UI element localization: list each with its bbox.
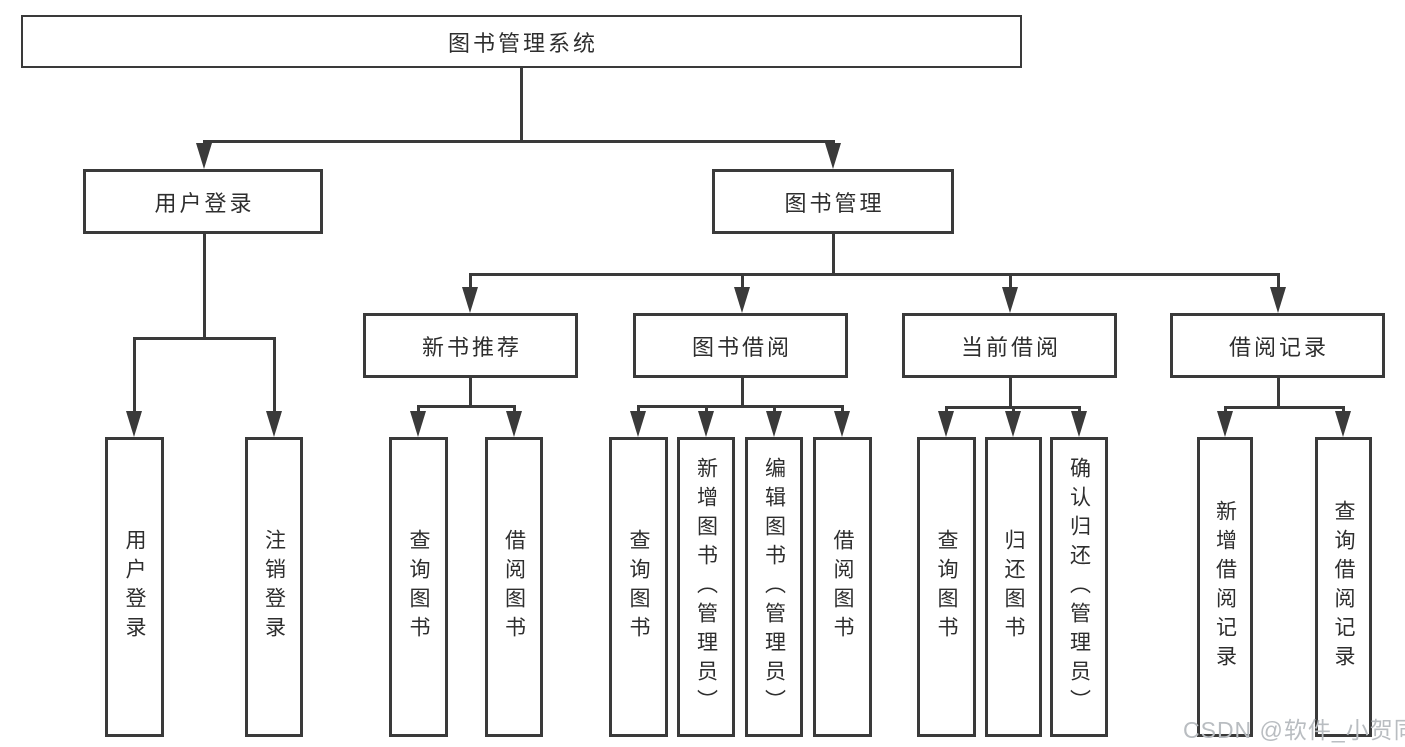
node-label: 确认归还（管理员） bbox=[1067, 456, 1091, 718]
connector-line bbox=[1009, 273, 1012, 289]
node-label: 图书管理 bbox=[784, 190, 885, 216]
node-book-management: 图书管理 bbox=[712, 169, 954, 234]
node-book-borrowing: 图书借阅 bbox=[633, 313, 848, 378]
node-label: 查询借阅记录 bbox=[1332, 500, 1355, 674]
leaf-query-books-recommend: 查询图书 bbox=[389, 437, 448, 737]
node-label: 新增图书（管理员） bbox=[694, 456, 718, 718]
connector-line bbox=[832, 234, 835, 273]
connector-line bbox=[417, 405, 516, 408]
arrowhead bbox=[766, 411, 782, 437]
connector-line bbox=[637, 405, 844, 408]
arrowhead bbox=[825, 143, 841, 169]
leaf-borrow-books-borrowing: 借阅图书 bbox=[813, 437, 872, 737]
arrowhead bbox=[196, 143, 212, 169]
node-label: 查询图书 bbox=[407, 529, 430, 645]
node-label: 用户登录 bbox=[123, 529, 146, 645]
node-current-borrowing: 当前借阅 bbox=[902, 313, 1117, 378]
arrowhead bbox=[1002, 287, 1018, 313]
connector-line bbox=[741, 378, 744, 405]
connector-line bbox=[773, 405, 776, 413]
leaf-query-books-borrowing: 查询图书 bbox=[609, 437, 668, 737]
node-label: 用户登录 bbox=[154, 190, 255, 216]
connector-line bbox=[1277, 378, 1280, 406]
leaf-add-book-admin: 新增图书（管理员） bbox=[677, 437, 735, 737]
leaf-query-borrow-record: 查询借阅记录 bbox=[1315, 437, 1372, 737]
connector-line bbox=[1224, 406, 1227, 413]
node-label: 归还图书 bbox=[1002, 529, 1025, 645]
connector-line bbox=[203, 234, 206, 337]
connector-line bbox=[513, 405, 516, 413]
arrowhead bbox=[1217, 411, 1233, 437]
node-label: 借阅图书 bbox=[831, 529, 854, 645]
node-new-book-recommendation: 新书推荐 bbox=[363, 313, 578, 378]
node-label: 图书借阅 bbox=[691, 334, 792, 360]
connector-line bbox=[1342, 406, 1345, 413]
connector-line bbox=[705, 405, 708, 413]
arrowhead bbox=[938, 411, 954, 437]
connector-line bbox=[741, 273, 744, 289]
node-label: 查询图书 bbox=[935, 529, 958, 645]
connector-line bbox=[1224, 406, 1345, 409]
arrowhead bbox=[834, 411, 850, 437]
node-library-management-system: 图书管理系统 bbox=[21, 15, 1022, 68]
connector-line bbox=[1078, 406, 1081, 413]
node-label: 新书推荐 bbox=[421, 334, 522, 360]
connector-line bbox=[841, 405, 844, 413]
leaf-add-borrow-record: 新增借阅记录 bbox=[1197, 437, 1253, 737]
arrowhead bbox=[630, 411, 646, 437]
arrowhead bbox=[1071, 411, 1087, 437]
arrowhead bbox=[1005, 411, 1021, 437]
connector-line bbox=[469, 273, 1280, 276]
arrowhead bbox=[1335, 411, 1351, 437]
leaf-user-login: 用户登录 bbox=[105, 437, 164, 737]
arrowhead bbox=[126, 411, 142, 437]
connector-line bbox=[203, 140, 835, 143]
connector-line bbox=[273, 337, 276, 411]
connector-line bbox=[520, 68, 523, 140]
leaf-borrow-books-recommend: 借阅图书 bbox=[485, 437, 543, 737]
node-user-login: 用户登录 bbox=[83, 169, 323, 234]
arrowhead bbox=[734, 287, 750, 313]
leaf-return-books: 归还图书 bbox=[985, 437, 1042, 737]
leaf-logout: 注销登录 bbox=[245, 437, 303, 737]
node-label: 借阅记录 bbox=[1228, 334, 1329, 360]
connector-line bbox=[1277, 273, 1280, 289]
leaf-query-books-current: 查询图书 bbox=[917, 437, 976, 737]
node-label: 当前借阅 bbox=[960, 334, 1061, 360]
arrowhead bbox=[506, 411, 522, 437]
node-borrowing-records: 借阅记录 bbox=[1170, 313, 1385, 378]
leaf-confirm-return-admin: 确认归还（管理员） bbox=[1050, 437, 1108, 737]
arrowhead bbox=[1270, 287, 1286, 313]
leaf-edit-book-admin: 编辑图书（管理员） bbox=[745, 437, 803, 737]
connector-line bbox=[945, 406, 948, 413]
arrowhead bbox=[410, 411, 426, 437]
connector-line bbox=[1009, 378, 1012, 406]
arrowhead bbox=[462, 287, 478, 313]
node-label: 新增借阅记录 bbox=[1213, 500, 1237, 674]
node-label: 编辑图书（管理员） bbox=[762, 456, 786, 718]
node-label: 注销登录 bbox=[262, 529, 286, 645]
connector-line bbox=[133, 337, 136, 411]
connector-line bbox=[469, 378, 472, 405]
node-label: 借阅图书 bbox=[502, 529, 526, 645]
arrowhead bbox=[266, 411, 282, 437]
arrowhead bbox=[698, 411, 714, 437]
node-label: 查询图书 bbox=[627, 529, 650, 645]
node-label: 图书管理系统 bbox=[447, 30, 598, 56]
connector-line bbox=[133, 337, 276, 340]
connector-line bbox=[637, 405, 640, 413]
connector-line bbox=[417, 405, 420, 413]
connector-line bbox=[1012, 406, 1015, 413]
csdn-watermark: CSDN @软件_小贺同学 bbox=[1183, 717, 1405, 743]
connector-line bbox=[469, 273, 472, 289]
